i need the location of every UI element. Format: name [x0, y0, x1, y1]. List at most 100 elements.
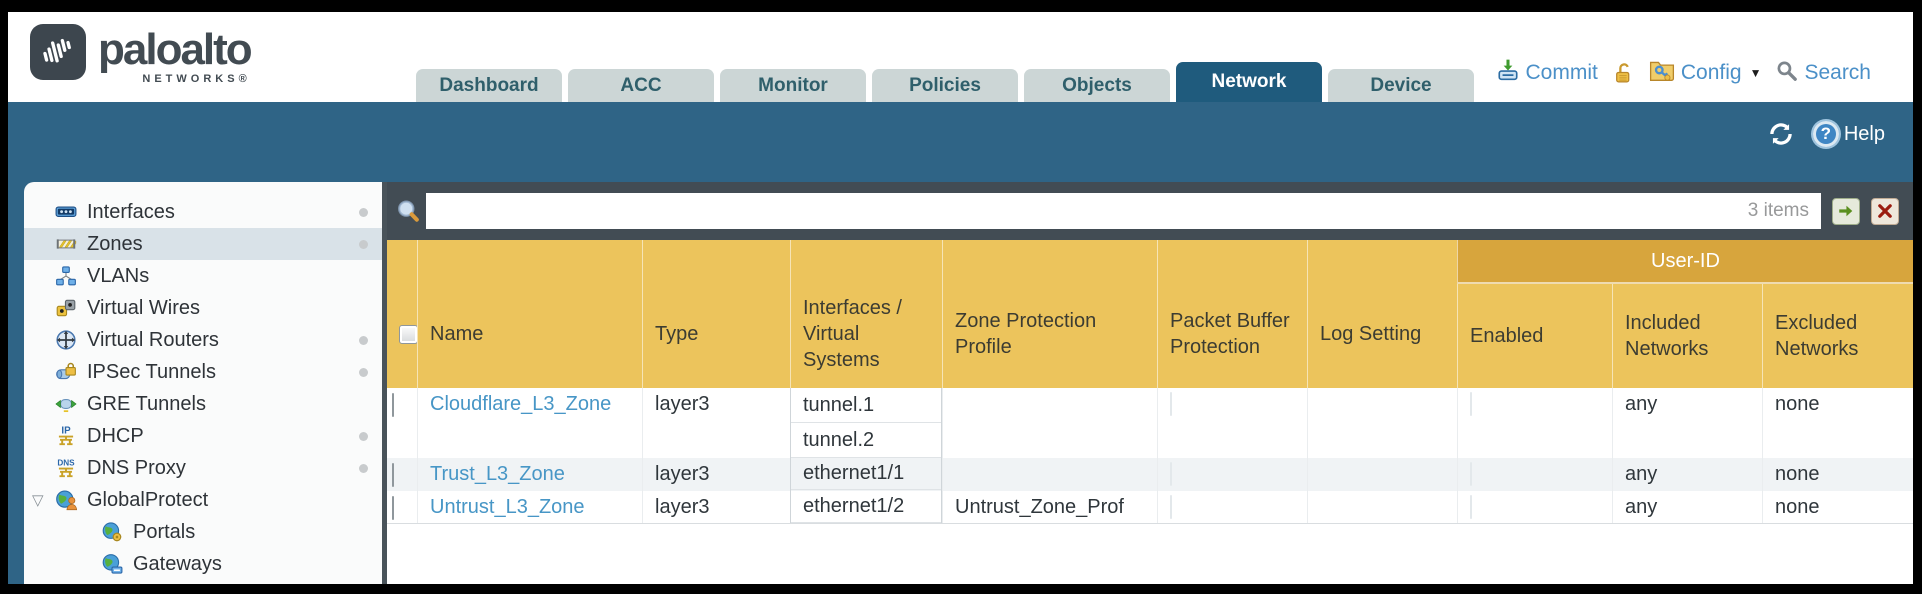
interfaces-cell: ethernet1/1 [790, 458, 942, 491]
row-checkbox[interactable] [392, 393, 394, 417]
brand-logo: paloalto NETWORKS® [30, 24, 253, 85]
chevron-down-icon: ▼ [1749, 66, 1762, 80]
sidebar-item-zones[interactable]: Zones [24, 228, 382, 260]
sidebar-item-label: Virtual Routers [87, 328, 219, 351]
zone-name-link[interactable]: Cloudflare_L3_Zone [417, 388, 642, 458]
teal-band: ? Help [8, 102, 1913, 182]
sidebar-item-label: VLANs [87, 264, 150, 287]
enabled-checkbox[interactable] [1470, 462, 1472, 486]
tab-objects[interactable]: Objects [1024, 69, 1170, 102]
primary-tabs: Dashboard ACC Monitor Policies Objects N… [416, 62, 1474, 102]
sidebar-item-label: DHCP [87, 424, 144, 447]
packet-buffer-checkbox[interactable] [1170, 495, 1172, 519]
row-select-cell [387, 491, 417, 523]
row-checkbox[interactable] [392, 463, 394, 487]
commit-button[interactable]: Commit [1496, 58, 1598, 88]
column-header-log-setting[interactable]: Log Setting [1307, 240, 1457, 388]
filter-search-icon [395, 198, 422, 225]
tab-device[interactable]: Device [1328, 69, 1474, 102]
excluded-networks-cell: none [1762, 458, 1913, 491]
globalprotect-icon [54, 488, 78, 512]
select-all-cell [387, 240, 418, 388]
screen: paloalto NETWORKS® Dashboard ACC Monitor… [8, 12, 1913, 584]
enabled-checkbox[interactable] [1470, 495, 1472, 519]
enabled-checkbox[interactable] [1470, 392, 1472, 416]
green-arrow-icon [1839, 205, 1853, 217]
sidebar-item-label: Interfaces [87, 200, 175, 223]
gateways-icon [100, 552, 124, 576]
svg-text:DNS: DNS [57, 458, 75, 467]
sidebar-item-virtual-routers[interactable]: Virtual Routers [24, 324, 382, 356]
config-icon [1649, 58, 1675, 88]
select-all-checkbox[interactable] [399, 324, 418, 344]
sidebar-item-gre-tunnels[interactable]: GRE Tunnels [24, 388, 382, 420]
log-setting-cell [1307, 491, 1457, 523]
expand-triangle-icon[interactable]: ▽ [32, 492, 44, 509]
tab-dashboard[interactable]: Dashboard [416, 69, 562, 102]
help-button[interactable]: ? Help [1812, 121, 1885, 147]
sidebar-item-label: GRE Tunnels [87, 392, 206, 415]
virtual-routers-icon [54, 328, 78, 352]
zone-name-link[interactable]: Untrust_L3_Zone [417, 491, 642, 523]
row-checkbox[interactable] [392, 496, 394, 520]
zone-name-link[interactable]: Trust_L3_Zone [417, 458, 642, 491]
tab-policies[interactable]: Policies [872, 69, 1018, 102]
interface-entry: tunnel.1 [791, 388, 941, 423]
packet-buffer-checkbox[interactable] [1170, 392, 1172, 416]
zone-protection-cell [942, 388, 1157, 458]
sidebar-item-virtual-wires[interactable]: Virtual Wires [24, 292, 382, 324]
sidebar-item-vlans[interactable]: VLANs [24, 260, 382, 292]
refresh-button[interactable] [1767, 120, 1795, 148]
lock-icon[interactable] [1612, 62, 1635, 85]
column-header-packet-buffer-protection[interactable]: Packet Buffer Protection [1157, 240, 1307, 388]
sidebar-item-dns-proxy[interactable]: DNS DNS Proxy [24, 452, 382, 484]
brand-name: paloalto [98, 25, 253, 74]
sidebar-item-portals[interactable]: Portals [24, 516, 382, 548]
column-header-zone-protection-profile[interactable]: Zone Protection Profile [942, 240, 1157, 388]
sidebar-item-globalprotect[interactable]: ▽ GlobalProtect [24, 484, 382, 516]
sidebar-item-gateways[interactable]: Gateways [24, 548, 382, 580]
tab-monitor[interactable]: Monitor [720, 69, 866, 102]
packet-buffer-cell [1157, 491, 1307, 523]
status-dot [359, 207, 368, 217]
packet-buffer-checkbox[interactable] [1170, 462, 1172, 486]
tab-acc[interactable]: ACC [568, 69, 714, 102]
user-id-group-header: User-ID [1457, 240, 1913, 284]
zone-type-cell: layer3 [642, 491, 790, 523]
table-row: Cloudflare_L3_Zone layer3 tunnel.1 tunne… [387, 388, 1913, 458]
sidebar-item-ipsec-tunnels[interactable]: IPSec Tunnels [24, 356, 382, 388]
sidebar-item-dhcp[interactable]: IP DHCP [24, 420, 382, 452]
sidebar-item-label: Gateways [133, 552, 222, 575]
top-header: paloalto NETWORKS® Dashboard ACC Monitor… [8, 12, 1913, 102]
included-networks-cell: any [1612, 458, 1762, 491]
column-header-interfaces[interactable]: Interfaces / Virtual Systems [790, 240, 942, 388]
tab-network[interactable]: Network [1176, 62, 1322, 102]
config-button[interactable]: Config ▼ [1649, 58, 1762, 88]
enabled-cell [1457, 388, 1612, 458]
global-search-button[interactable]: Search [1775, 59, 1871, 88]
top-actions: Commit Config ▼ Search [1496, 58, 1871, 88]
column-header-excluded-networks[interactable]: Excluded Networks [1762, 284, 1913, 388]
filter-input[interactable] [426, 193, 1821, 229]
row-select-cell [387, 388, 417, 458]
table-row: Trust_L3_Zone layer3 ethernet1/1 any non… [387, 458, 1913, 491]
config-label: Config [1680, 61, 1742, 84]
clear-filter-button[interactable] [1871, 197, 1899, 225]
column-header-enabled[interactable]: Enabled [1457, 284, 1612, 388]
sidebar-item-interfaces[interactable]: Interfaces [24, 196, 382, 228]
column-header-type[interactable]: Type [642, 240, 790, 388]
column-header-name[interactable]: Name [417, 240, 642, 388]
help-label: Help [1843, 122, 1885, 145]
sidebar-item-label: DNS Proxy [87, 456, 186, 479]
interface-entry: ethernet1/1 [791, 458, 941, 490]
dns-proxy-icon: DNS [54, 456, 78, 480]
brand-subtitle: NETWORKS® [142, 73, 251, 85]
apply-filter-button[interactable] [1832, 197, 1860, 225]
excluded-networks-cell: none [1762, 491, 1913, 523]
log-setting-cell [1307, 388, 1457, 458]
log-setting-cell [1307, 458, 1457, 491]
table-header: Name Type Interfaces / Virtual Systems Z… [387, 240, 1913, 388]
column-header-included-networks[interactable]: Included Networks [1612, 284, 1762, 388]
status-dot [359, 367, 368, 377]
panel-splitter[interactable] [382, 182, 387, 584]
